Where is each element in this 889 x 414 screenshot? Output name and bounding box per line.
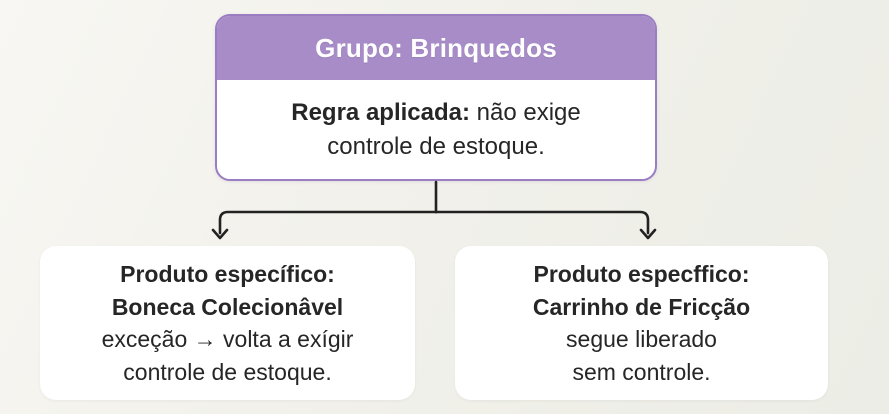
product-node-boneca: Produto específico: Boneca Colecionâvel … bbox=[40, 246, 415, 400]
product-title-line: Produto especffico: bbox=[533, 261, 750, 287]
product-node-carrinho: Produto especffico: Carrinho de Fricção … bbox=[455, 246, 828, 400]
group-node-body: Regra aplicada: não exige controle de es… bbox=[217, 80, 655, 179]
rule-line-1: Regra aplicada: não exige bbox=[291, 96, 581, 130]
arrow-down-icon bbox=[211, 228, 229, 240]
rule-line-2: controle de estoque. bbox=[327, 132, 545, 160]
product-rule-line-1: exceção → volta a exígir bbox=[101, 326, 354, 352]
group-node: Grupo: Brinquedos Regra aplicada: não ex… bbox=[215, 14, 657, 181]
rule-label: Regra aplicada: bbox=[291, 98, 470, 126]
product-rule-line-2: controle de estoque. bbox=[123, 358, 332, 385]
group-node-header: Grupo: Brinquedos bbox=[217, 16, 655, 80]
arrow-down-icon bbox=[639, 228, 657, 240]
rule-text: não exige bbox=[476, 98, 581, 126]
group-node-title: Grupo: Brinquedos bbox=[315, 32, 557, 63]
product-title-line: Produto específico: bbox=[120, 261, 335, 287]
product-name: Carrinho de Fricção bbox=[532, 293, 751, 320]
connector-right-branch bbox=[434, 210, 650, 235]
product-name: Boneca Colecionâvel bbox=[111, 293, 344, 320]
product-rule-line-1: segue liberado bbox=[566, 326, 717, 352]
connector-left-branch bbox=[218, 210, 438, 235]
product-rule-line-2: sem controle. bbox=[572, 358, 711, 385]
